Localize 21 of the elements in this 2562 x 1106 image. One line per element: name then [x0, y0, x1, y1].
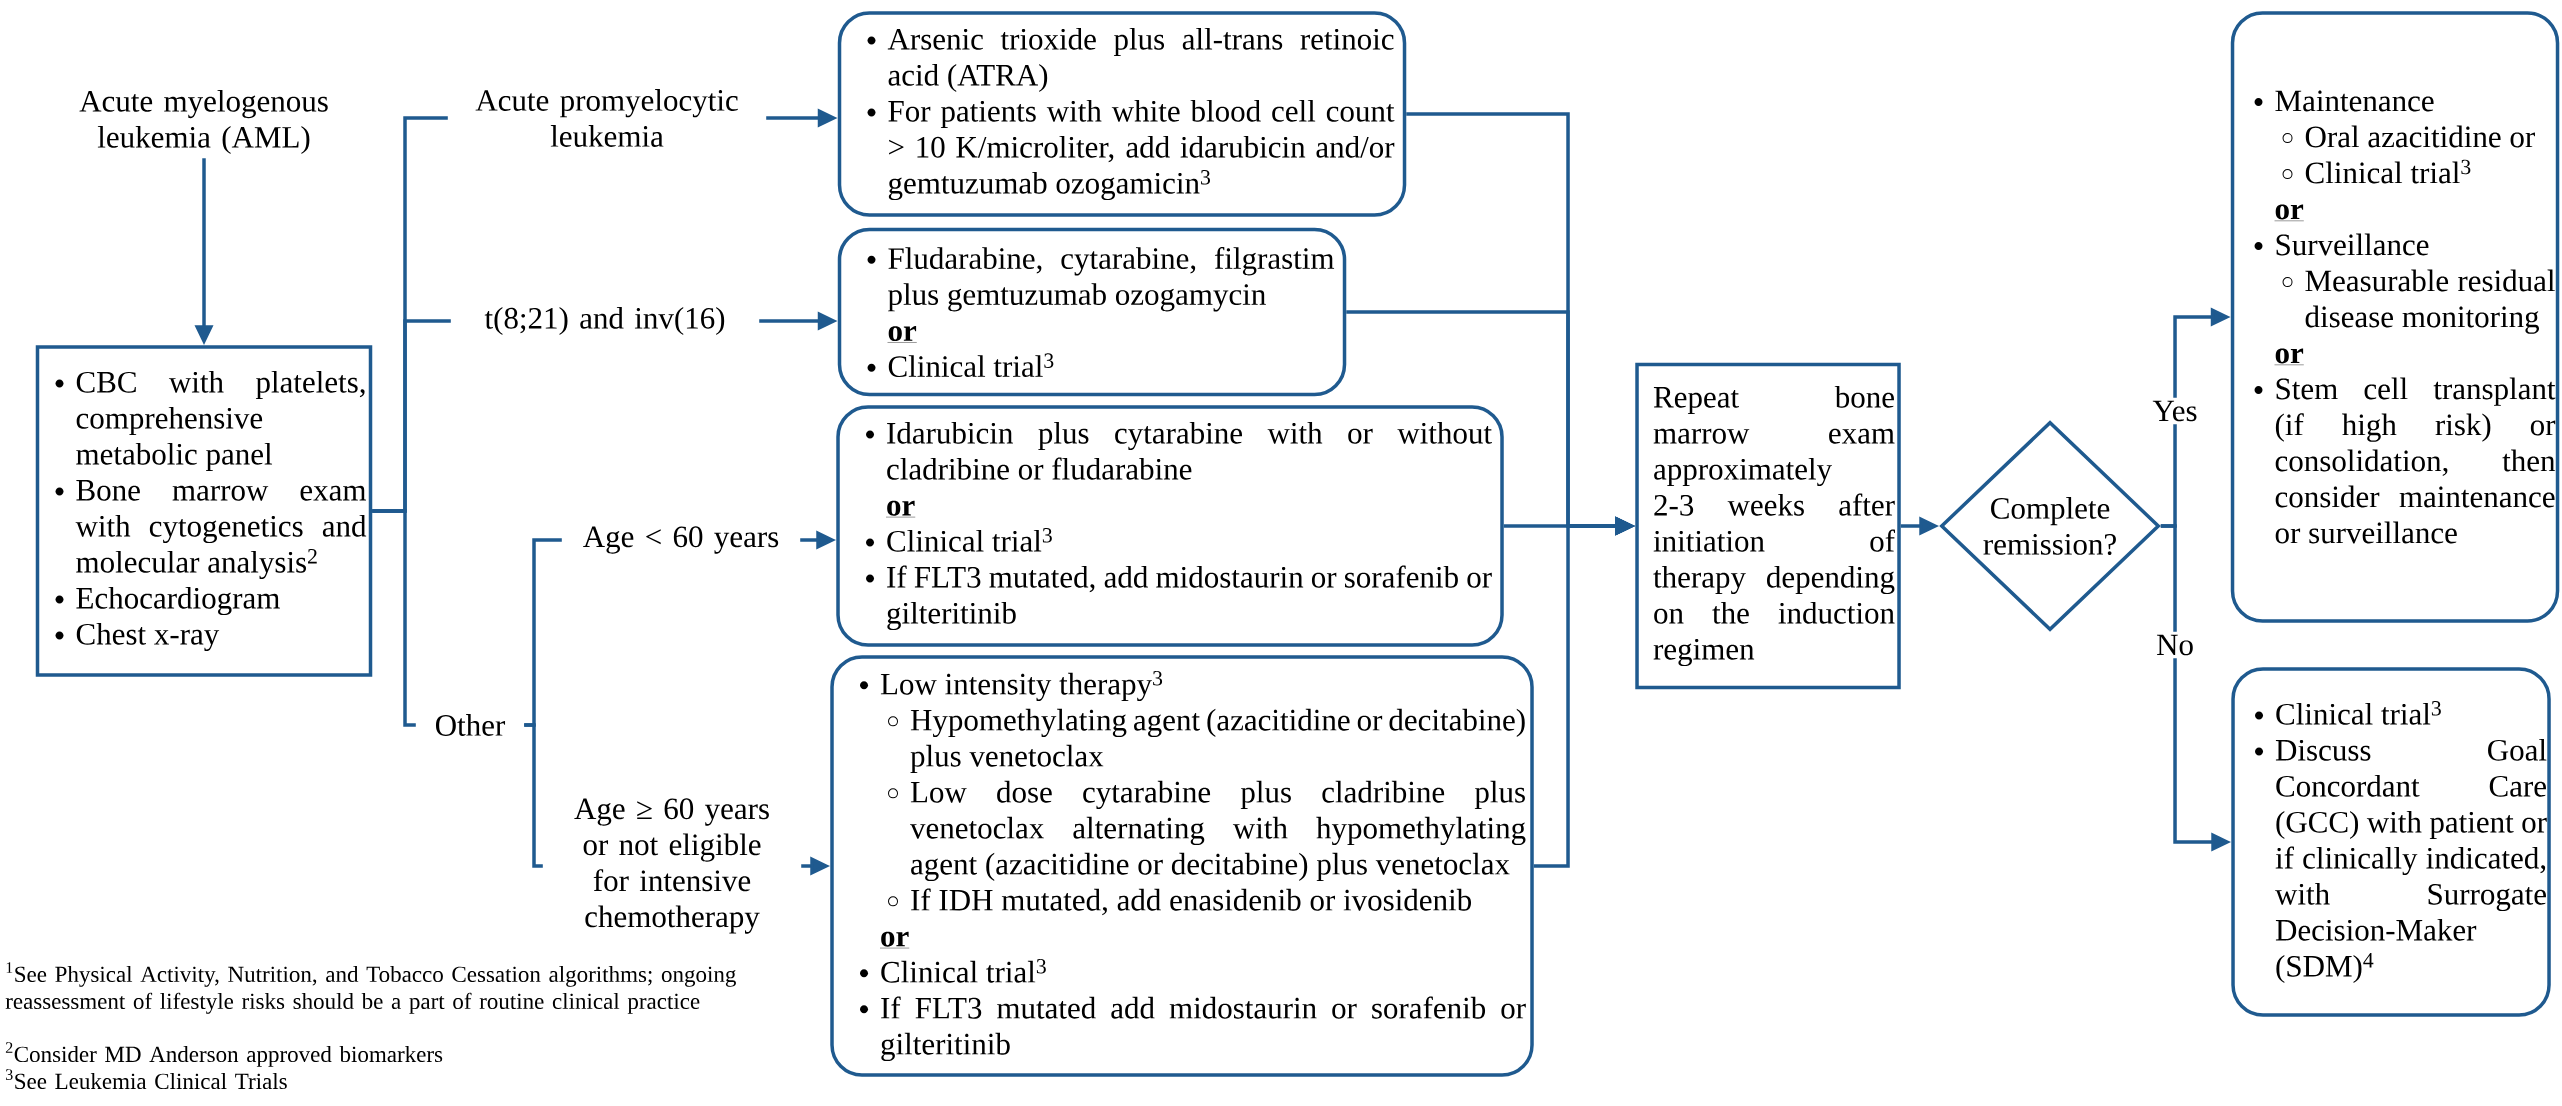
process-box: Repeat bone marrow exam approximately 2-3 weeks after initiation of therapy depending on the induction regimen [1635, 362, 1901, 690]
branch-label: Age < 60 years [583, 526, 779, 554]
treatment-box: Arsenic trioxide plus all-trans retinoic acid (ATRA) For patients with white blood cell count > 10 K/microliter, add idarubicin and/or gemtuzumab ozogamicin$^{3}$ [837, 11, 1407, 217]
footnote: $^{2}$Consider MD Anderson approved biomarkers [5, 1042, 443, 1067]
edge-label: No [2153, 631, 2197, 659]
branch-label: Age ≥ 60 years or not eligible for intensive chemotherapy [574, 798, 769, 934]
connector-line [372, 509, 416, 727]
edge-label: Yes [2149, 397, 2201, 425]
branch-label: Other [436, 714, 506, 736]
treatment-box: Low intensity therapy$^{3}$ Hypomethylating agent (azacitidine or decitabine) plus venetoclax Low dose cytarabine plus cladribine plus venetoclax alternating with hypomethylating agent (azacitidine or decitabine) plus venetoclax If IDH mutated, add enasidenib or ivosidenib or Clinical trial$^{3}$ If FLT3 mutated add midostaurin or sorafenib or gilteritinib [830, 655, 1534, 1077]
branch-label: Acute myelogenous leukemia (AML) [79, 89, 328, 155]
branch-label: t(8;21) and inv(16) [484, 306, 725, 336]
checklist-box: CBC with platelets, comprehensive metabolic panel Bone marrow exam with cytogenetics and molecular analysis$^{2}$ Echocardiogram Chest x-ray [35, 345, 373, 677]
connector-line [524, 723, 543, 868]
branch-label: Acute promyelocytic leukemia [475, 89, 738, 147]
treatment-box: Idarubicin plus cytarabine with or without cladribine or fludarabine or Clinical trial$^{3}$ If FLT3 mutated, add midostaurin or sorafenib or gilteritinib [836, 405, 1504, 647]
footnote: $^{1}$See Physical Activity, Nutrition, and Tobacco Cessation algorithms; ongoing reassessment of lifestyle risks should be a part of routine clinical practice [5, 962, 736, 1014]
outcome-box: Clinical trial$^{3}$ Discuss Goal Concordant Care (GCC) with patient or if clinically indicated, with Surrogate Decision-Maker (SDM)$^{4}$ [2231, 667, 2551, 1017]
treatment-box: Fludarabine, cytarabine, filgrastim plus gemtuzumab ozogamycin or Clinical trial$^{3}$ [837, 227, 1347, 397]
footnote: $^{3}$See Leukemia Clinical Trials [5, 1069, 287, 1090]
outcome-box: Maintenance Oral azacitidine or Clinical trial$^{3}$ or Surveillance Measurable residual disease monitoring or Stem cell transplant (if high risk) or consolidation, then consider maintenance or surveillance [2230, 11, 2560, 623]
